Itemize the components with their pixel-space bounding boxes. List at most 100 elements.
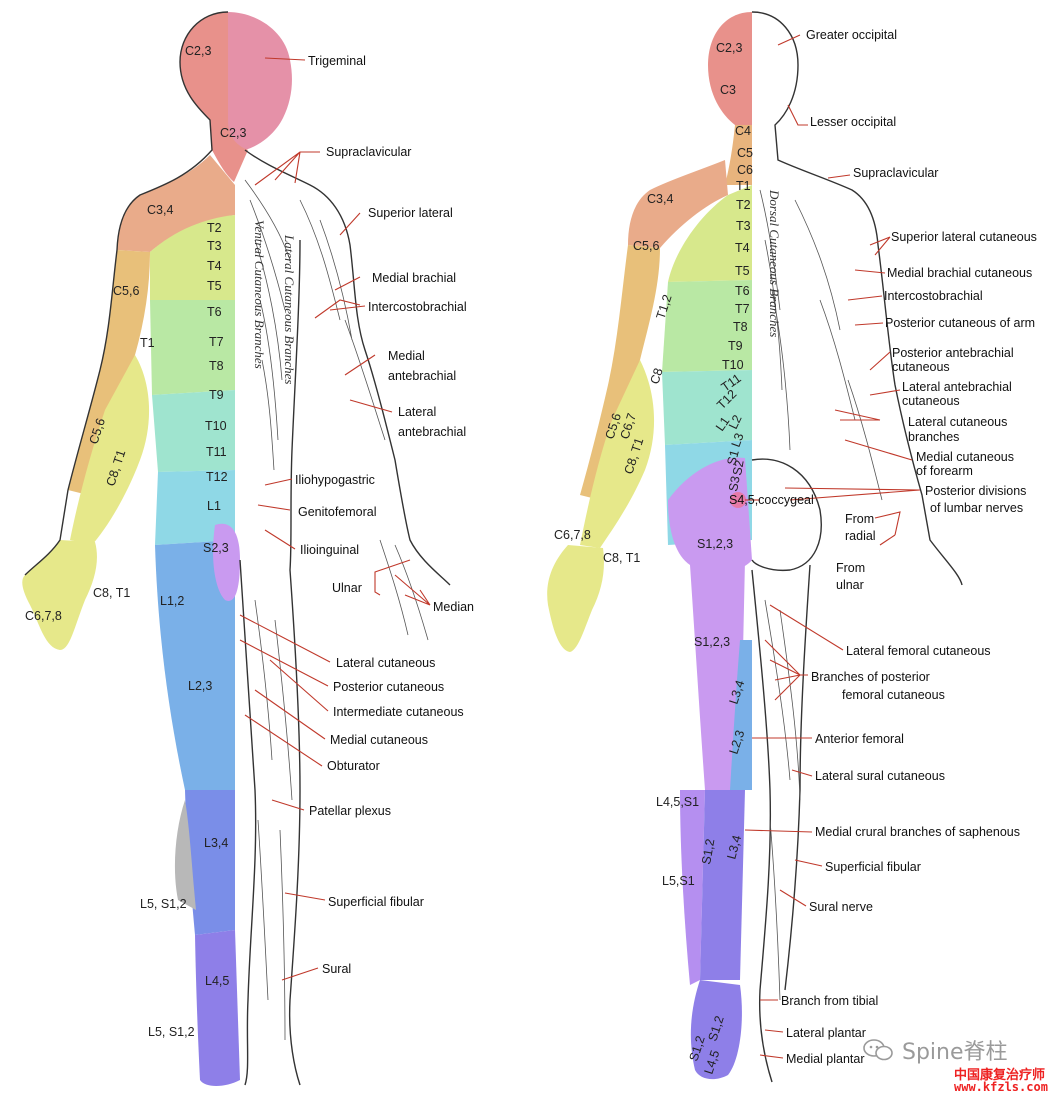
watermark: Spine脊柱 中国康复治疗师 www.kfzls.com [862, 1034, 1052, 1094]
nerve-label-lateral-femoral-cutaneous: Lateral femoral cutaneous [846, 644, 991, 658]
nerve-label-medial-antebrachial: Medial [388, 349, 425, 363]
zone-label: T7 [735, 302, 750, 316]
zone-label: L4,5,S1 [656, 795, 699, 809]
zone-l23-thigh [730, 640, 752, 790]
nerve-label-medial-brachial-cutaneous: Medial brachial cutaneous [887, 266, 1032, 280]
zone-label: T8 [209, 359, 224, 373]
anterior-zone-labels: C2,3 C2,3 C3,4 T2 T3 T4 T5 T6 T7 T8 T9 T… [25, 44, 246, 1039]
zone-s123-buttock [668, 457, 752, 572]
nerve-label-lateral-antebrachial: Lateral antebrachial [902, 380, 1012, 394]
nerve-label-trigeminal: Trigeminal [308, 54, 366, 68]
nerve-label-patellar-plexus: Patellar plexus [309, 804, 391, 818]
zone-c34 [117, 155, 235, 252]
nerve-label-intercostobrachial: Intercostobrachial [368, 300, 467, 314]
zone-t-upper [150, 215, 235, 300]
zone-trigeminal [228, 12, 292, 150]
zone-label: L5,S1 [662, 874, 695, 888]
zone-label: C5 [737, 146, 753, 160]
nerve-label-lateral-cutaneous: Lateral cutaneous [336, 656, 435, 670]
zone-label: L1,2 [160, 594, 184, 608]
nerve-label-branches-posterior-femoral: Branches of posterior [811, 670, 930, 684]
zone-foot [690, 980, 742, 1080]
nerve-label-ilioinguinal: Ilioinguinal [300, 543, 359, 557]
zone-label: C6,7,8 [25, 609, 62, 623]
posterior-dermatome-zones [547, 12, 752, 1080]
zone-label: C4 [735, 124, 751, 138]
watermark-url: www.kfzls.com [954, 1080, 1048, 1094]
nerve-label-lateral-antebrachial: antebrachial [398, 425, 466, 439]
zone-label: L5, S1,2 [140, 897, 187, 911]
nerve-label-sural: Sural [322, 962, 351, 976]
zone-label: T4 [735, 241, 750, 255]
nerve-label-iliohypogastric: Iliohypogastric [295, 473, 375, 487]
zone-label: T3 [207, 239, 222, 253]
zone-label: C5,6 [633, 239, 659, 253]
anterior-leader-lines [239, 57, 431, 981]
nerve-label-lateral-plantar: Lateral plantar [786, 1026, 866, 1040]
zone-label: S1,2,3 [697, 537, 733, 551]
nerve-label-greater-occipital: Greater occipital [806, 28, 897, 42]
nerve-label-medial-cutaneous-forearm: Medial cutaneous [916, 450, 1014, 464]
zone-label: C8, T1 [93, 586, 130, 600]
zone-s12-calf [700, 790, 745, 980]
watermark-brand: Spine脊柱 [902, 1040, 1008, 1065]
nerve-label-lateral-antebrachial: Lateral [398, 405, 436, 419]
nerve-label-obturator: Obturator [327, 759, 380, 773]
zone-c8t1-arm [70, 355, 150, 545]
nerve-label-posterior-cutaneous-arm: Posterior cutaneous of arm [885, 316, 1035, 330]
nerve-label-supraclavicular: Supraclavicular [853, 166, 938, 180]
zone-label: S1 [724, 448, 741, 466]
nerve-label-lateral-sural-cutaneous: Lateral sural cutaneous [815, 769, 945, 783]
zone-label: T6 [735, 284, 750, 298]
zone-s45-coccygeal [730, 492, 746, 508]
zone-label: T5 [735, 264, 750, 278]
zone-label: C3 [720, 83, 736, 97]
zone-label: C8 [648, 366, 666, 386]
zone-label: C3,4 [147, 203, 173, 217]
zone-c8-arm [580, 360, 655, 548]
zone-label: C8, T1 [603, 551, 640, 565]
zone-label: T1 [736, 179, 751, 193]
zone-label: L3,4 [204, 836, 228, 850]
zone-l45-leg [195, 930, 240, 1086]
posterior-zone-labels: C2,3 C3 C4 C5 C6 T1 T2 T3 T4 T5 T6 T7 T8… [554, 41, 753, 1076]
nerve-label-intercostobrachial: Intercostobrachial [884, 289, 983, 303]
zone-label: C2,3 [716, 41, 742, 55]
zone-label: C5,6 [113, 284, 139, 298]
zone-label: S3 [726, 475, 742, 493]
zone-label: T3 [736, 219, 751, 233]
zone-c678-hand [22, 540, 97, 650]
zone-label: C6,7,8 [554, 528, 591, 542]
zone-t-lower [662, 370, 752, 445]
zone-l45s1-leg [680, 790, 705, 985]
nerve-label-posterior-antebrachial: Posterior antebrachial [892, 346, 1014, 360]
nerve-label-posterior-antebrachial: cutaneous [892, 360, 950, 374]
zone-label: T5 [207, 279, 222, 293]
nerve-label-superior-lateral-cutaneous: Superior lateral cutaneous [891, 230, 1037, 244]
zone-label: T12 [206, 470, 228, 484]
nerve-label-posterior-divisions: of lumbar nerves [930, 501, 1023, 515]
nerve-label-median: Median [433, 600, 474, 614]
zone-l2-thigh [155, 540, 235, 790]
zone-c4-c6-neck [725, 125, 752, 185]
zone-c23-head [708, 12, 752, 125]
nerve-label-from-radial: radial [845, 529, 876, 543]
nerve-label-ulnar: Ulnar [332, 581, 362, 595]
zone-label: L2 [726, 413, 745, 432]
anterior-outline [24, 11, 451, 1086]
nerve-label-superior-lateral: Superior lateral [368, 206, 453, 220]
posterior-nerve-labels: Greater occipital Lesser occipital Supra… [729, 28, 1037, 1066]
zone-c56-arm [68, 250, 150, 495]
posterior-outline [751, 11, 963, 1083]
zone-label: T2 [207, 221, 222, 235]
zone-label: L1 [207, 499, 221, 513]
zone-label: T6 [207, 305, 222, 319]
zone-s23 [213, 523, 240, 601]
nerve-label-lateral-cutaneous-branches: Lateral cutaneous [908, 415, 1007, 429]
nerve-label-lateral-cutaneous-branches: branches [908, 430, 959, 444]
anterior-dermatome-zones [22, 12, 292, 1086]
zone-s123-thigh [690, 560, 745, 790]
zone-label: S2,3 [203, 541, 229, 555]
vertical-label-dorsal: Dorsal Cutaneous Branches [767, 189, 782, 337]
